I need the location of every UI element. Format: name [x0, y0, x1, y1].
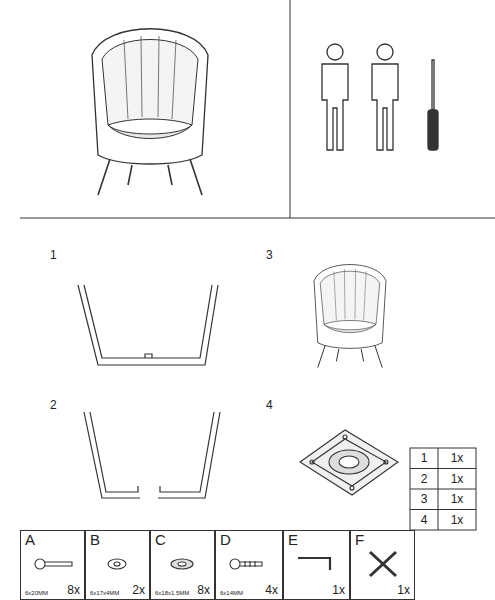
part-info-row: 6x17x4MM 2x — [90, 584, 145, 597]
part-info-row: 6x20MM 8x — [25, 584, 80, 597]
part-cell: E 1x — [283, 530, 350, 600]
part-cell: D 6x14MM 4x — [215, 530, 283, 600]
part-cell: B 6x17x4MM 2x — [85, 530, 150, 600]
table-cell: 1 — [421, 451, 428, 465]
part-info-row: 1x — [288, 584, 345, 597]
table-cell: 1x — [451, 472, 464, 486]
part-letter: B — [90, 532, 145, 548]
part-info-row: 1x — [355, 584, 410, 597]
table-cell: 3 — [421, 492, 428, 506]
part-quantity: 8x — [67, 584, 80, 597]
part-letter: C — [155, 532, 210, 548]
part-letter: F — [355, 532, 410, 548]
step-number: 1 — [50, 248, 57, 262]
part-quantity: 8x — [197, 584, 210, 597]
part-info-row: 6x18x1.5MM 8x — [155, 584, 210, 597]
step-number: 3 — [266, 248, 273, 262]
table-cell: 4 — [421, 513, 428, 527]
part-info-row: 6x14MM 4x — [220, 584, 278, 597]
table-cell: 1x — [451, 451, 464, 465]
table-cell: 1x — [451, 513, 464, 527]
part-letter: A — [25, 532, 80, 548]
part-quantity: 4x — [265, 584, 278, 597]
part-quantity: 2x — [132, 584, 145, 597]
part-size: 6x20MM — [25, 590, 48, 597]
part-size: 6x14MM — [220, 590, 243, 597]
part-letter: E — [288, 532, 345, 548]
step-number: 2 — [50, 398, 57, 412]
part-quantity: 1x — [332, 584, 345, 597]
table-cell: 2 — [421, 472, 428, 486]
part-cell: F 1x — [350, 530, 415, 600]
part-cell: A 6x20MM 8x — [20, 530, 85, 600]
step-number: 4 — [266, 398, 273, 412]
part-cell: C 6x18x1.5MM 8x — [150, 530, 215, 600]
part-quantity: 1x — [397, 584, 410, 597]
table-cell: 1x — [451, 492, 464, 506]
part-size: 6x18x1.5MM — [155, 590, 189, 597]
part-size: 6x17x4MM — [90, 590, 119, 597]
part-letter: D — [220, 532, 278, 548]
